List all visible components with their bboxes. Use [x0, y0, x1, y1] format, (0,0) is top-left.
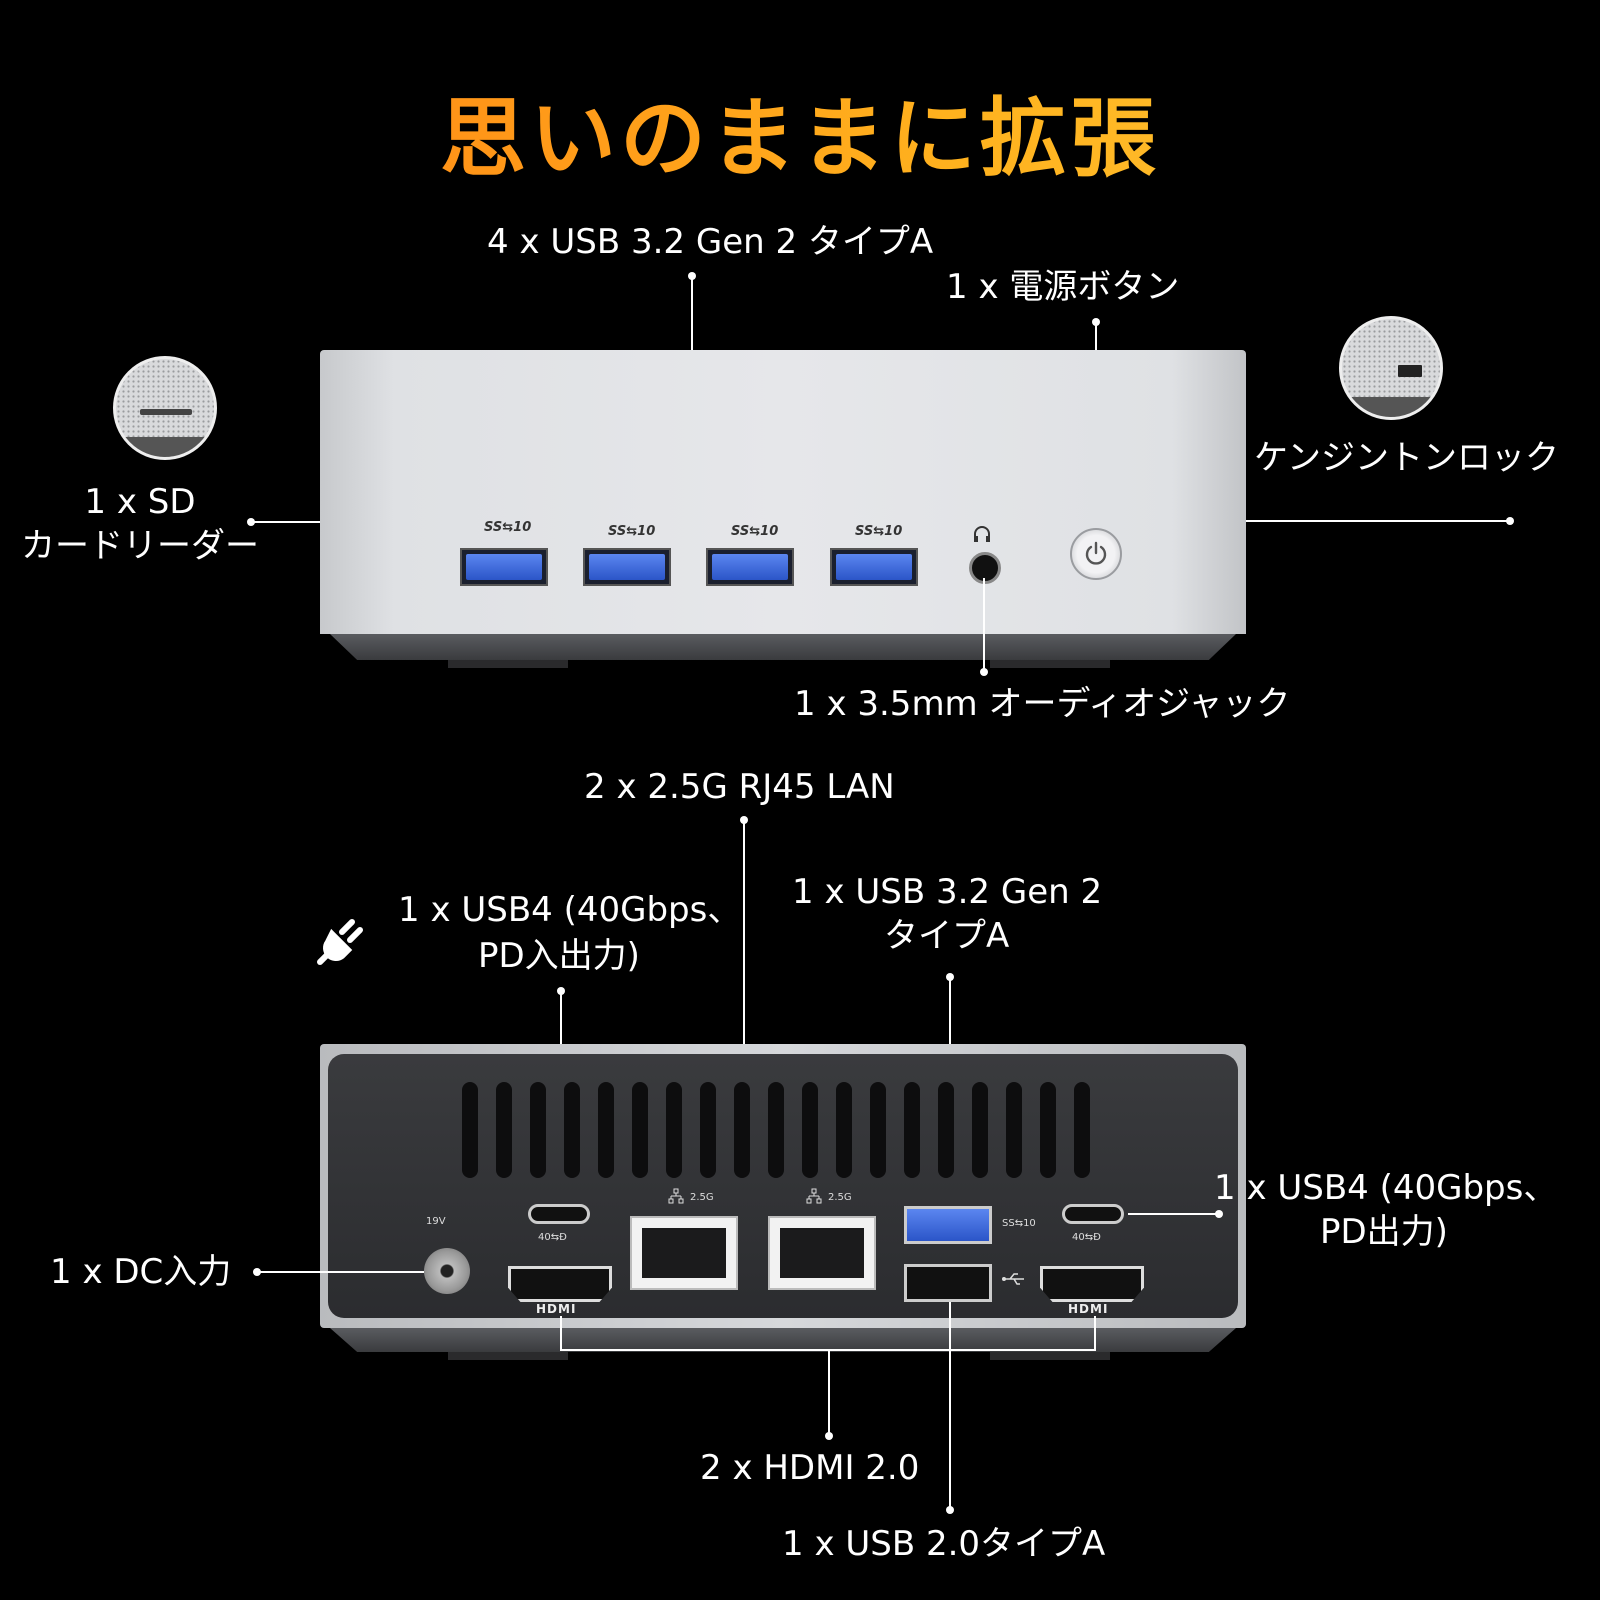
usb4-pd-in-label-1: 1 x USB4 (40Gbps、	[398, 890, 742, 930]
callout-dot	[980, 668, 988, 676]
vent-slot	[870, 1082, 886, 1178]
callout-line	[1094, 1316, 1096, 1350]
kensington-label: ケンジントンロック	[1254, 438, 1559, 478]
vent-slot	[700, 1082, 716, 1178]
callout-dot	[825, 1432, 833, 1440]
usb-a-port-3[interactable]	[706, 548, 794, 586]
sd-reader-label-1: 1 x SD	[84, 482, 196, 522]
usb4-pd-in-label-2: PD入出力)	[478, 936, 640, 976]
power-button[interactable]	[1070, 528, 1122, 580]
vent-slot	[1074, 1082, 1090, 1178]
callout-dot	[247, 518, 255, 526]
sd-reader-inset	[113, 356, 217, 460]
foot	[990, 660, 1110, 668]
power-icon	[1085, 541, 1107, 565]
hdmi-badge: HDMI	[1068, 1302, 1109, 1316]
callout-line	[983, 578, 985, 670]
callout-line	[949, 1302, 951, 1510]
ss-badge: SS⇆10	[1002, 1218, 1036, 1229]
vent-slot	[632, 1082, 648, 1178]
vent-slot	[972, 1082, 988, 1178]
hdmi-port-1[interactable]	[508, 1266, 612, 1302]
vent-slot	[496, 1082, 512, 1178]
vent-slot	[836, 1082, 852, 1178]
callout-line	[252, 521, 322, 523]
foot	[448, 660, 568, 668]
foot	[448, 1352, 568, 1360]
usb20-a-port[interactable]	[904, 1264, 992, 1302]
callout-line	[743, 820, 745, 1150]
ss-badge: SS⇆10	[484, 520, 532, 535]
hdmi-port-2[interactable]	[1040, 1266, 1144, 1302]
usbc-badge: 40⇆Đ	[538, 1232, 567, 1243]
audio-jack[interactable]	[969, 552, 1001, 584]
callout-line	[560, 1316, 562, 1350]
kensington-inset	[1339, 316, 1443, 420]
usb-a-port-2[interactable]	[583, 548, 671, 586]
page-title: 思いのままに拡張	[0, 68, 1600, 193]
rj45-port-2[interactable]	[768, 1216, 876, 1290]
callout-dot	[1506, 517, 1514, 525]
vent-slot	[734, 1082, 750, 1178]
callout-dot	[253, 1268, 261, 1276]
ss-badge: SS⇆10	[608, 524, 656, 539]
ss-badge: SS⇆10	[731, 524, 779, 539]
usb-icon	[1002, 1273, 1024, 1285]
callout-dot	[946, 1506, 954, 1514]
ss-badge: SS⇆10	[855, 524, 903, 539]
hdmi-label: 2 x HDMI 2.0	[700, 1448, 920, 1488]
lan-icon	[806, 1188, 822, 1204]
usb32-a-port[interactable]	[904, 1206, 992, 1244]
power-button-label: 1 x 電源ボタン	[946, 267, 1180, 307]
sd-slot-closeup	[116, 359, 214, 457]
dc-input-port[interactable]	[424, 1248, 470, 1294]
callout-line	[1128, 1213, 1218, 1215]
hdmi-badge: HDMI	[536, 1302, 577, 1316]
audio-jack-label: 1 x 3.5mm オーディオジャック	[794, 684, 1291, 724]
lan-label: 2 x 2.5G RJ45 LAN	[584, 767, 895, 807]
usb-a-port-4[interactable]	[830, 548, 918, 586]
usb-a-port-1[interactable]	[460, 548, 548, 586]
dc-badge: 19V	[426, 1216, 446, 1227]
vent-slot	[1040, 1082, 1056, 1178]
callout-line	[828, 1349, 830, 1435]
vent-slot	[904, 1082, 920, 1178]
front-panel	[320, 350, 1246, 634]
usb4-pd-out-label-1: 1 x USB4 (40Gbps、	[1214, 1168, 1558, 1208]
foot	[990, 1352, 1110, 1360]
vent-slot	[598, 1082, 614, 1178]
usb4-pd-in-port[interactable]	[528, 1204, 590, 1224]
usb4-pd-out-port[interactable]	[1062, 1204, 1124, 1224]
usb32-label-1: 1 x USB 3.2 Gen 2	[792, 872, 1103, 912]
vent-slot	[802, 1082, 818, 1178]
usb4-pd-out-label-2: PD出力)	[1320, 1212, 1448, 1252]
vent-slot	[1006, 1082, 1022, 1178]
rear-base	[330, 1328, 1236, 1352]
vent-slot	[462, 1082, 478, 1178]
front-usb-a-label: 4 x USB 3.2 Gen 2 タイプA	[487, 222, 934, 262]
usb32-label-2: タイプA	[884, 916, 1010, 956]
rj45-port-1[interactable]	[630, 1216, 738, 1290]
sd-reader-label-2: カードリーダー	[21, 526, 259, 566]
lan-icon	[668, 1188, 684, 1204]
lan-badge: 2.5G	[690, 1192, 714, 1203]
callout-line	[1246, 520, 1508, 522]
callout-dot	[1215, 1210, 1223, 1218]
callout-line	[258, 1271, 424, 1273]
lan-badge: 2.5G	[828, 1192, 852, 1203]
vent-slot	[564, 1082, 580, 1178]
headphone-icon	[974, 526, 990, 542]
vent-slot	[938, 1082, 954, 1178]
usbc-badge: 40⇆Đ	[1072, 1232, 1101, 1243]
kensington-closeup	[1342, 319, 1440, 417]
front-base	[330, 634, 1236, 660]
plug-icon	[317, 919, 363, 965]
vent-slot	[530, 1082, 546, 1178]
vent-slot	[666, 1082, 682, 1178]
usb20-label: 1 x USB 2.0タイプA	[782, 1524, 1106, 1564]
dc-input-label: 1 x DC入力	[50, 1252, 232, 1292]
vent-slot	[768, 1082, 784, 1178]
